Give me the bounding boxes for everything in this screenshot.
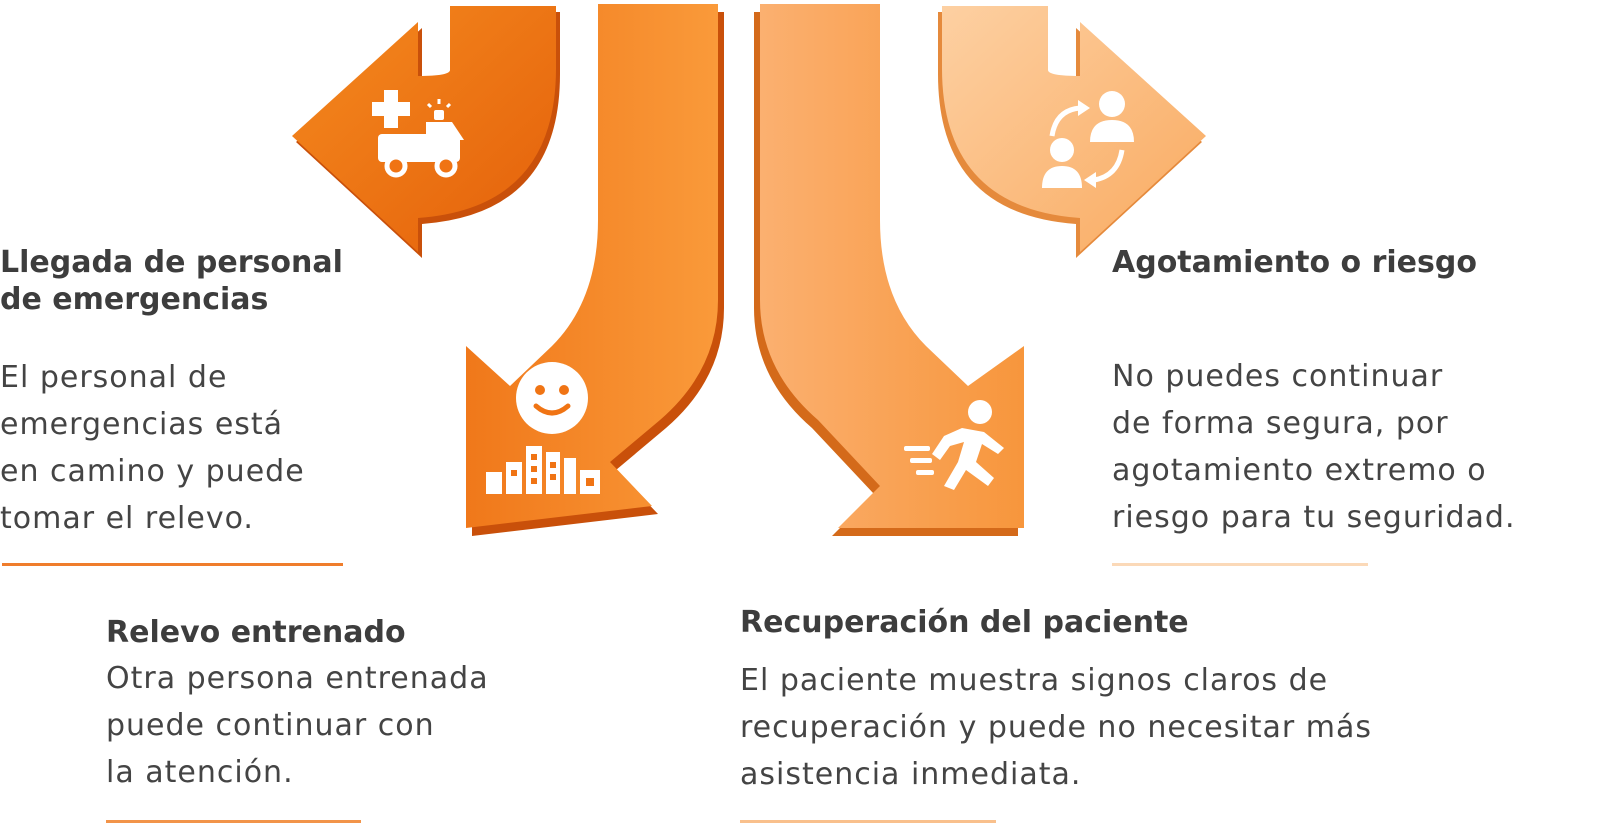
arrow-bottom-right (754, 4, 1024, 536)
recovery-block: Recuperación del paciente El paciente mu… (740, 604, 1460, 798)
exhaustion-title: Agotamiento o riesgo (1112, 245, 1477, 280)
exhaustion-underline (1112, 563, 1368, 566)
exhaustion-body: No puedes continuar de forma segura, por… (1112, 359, 1516, 535)
arrow-top-right (938, 6, 1206, 258)
emergency-underline (2, 563, 343, 566)
smiley-city-icon (486, 362, 600, 494)
arrow-bottom-left (466, 4, 724, 536)
emergency-title: Llegada de personal de emergencias (0, 245, 343, 317)
emergency-body: El personal de emergencias está en camin… (0, 360, 305, 536)
relief-underline (106, 820, 361, 823)
recovery-underline (740, 820, 996, 823)
running-person-icon (904, 400, 1004, 490)
ambulance-icon (372, 90, 464, 178)
relief-body: Otra persona entrenada puede continuar c… (106, 661, 489, 790)
exhaustion-block: Agotamiento o riesgo No puedes continuar… (1112, 244, 1592, 541)
recovery-title: Recuperación del paciente (740, 605, 1189, 640)
relief-title: Relevo entrenado (106, 615, 406, 650)
recovery-body: El paciente muestra signos claros de rec… (740, 663, 1372, 792)
swap-people-icon (1042, 91, 1134, 188)
relief-block: Relevo entrenado Otra persona entrenada … (106, 614, 566, 796)
emergency-block: Llegada de personal de emergencias El pe… (0, 244, 400, 542)
arrow-top-left (292, 6, 560, 258)
